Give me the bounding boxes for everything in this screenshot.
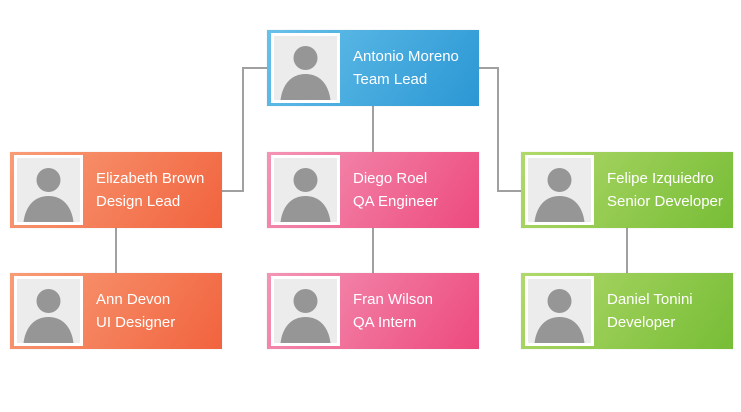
org-node-felipe-izquiedro[interactable]: Felipe Izquiedro Senior Developer <box>521 152 733 228</box>
connector-teamlead-left-arm <box>242 67 267 69</box>
person-silhouette-icon <box>17 158 80 222</box>
employee-photo <box>525 155 594 225</box>
employee-photo <box>525 276 594 346</box>
employee-role: Developer <box>607 314 676 331</box>
person-silhouette-icon <box>528 279 591 343</box>
org-node-daniel-tonini[interactable]: Daniel Tonini Developer <box>521 273 733 349</box>
org-node-antonio-moreno[interactable]: Antonio Moreno Team Lead <box>267 30 479 106</box>
employee-name: Daniel Tonini <box>607 291 693 308</box>
org-node-fran-wilson[interactable]: Fran Wilson QA Intern <box>267 273 479 349</box>
person-silhouette-icon <box>528 158 591 222</box>
employee-photo <box>271 276 340 346</box>
employee-role: QA Intern <box>353 314 417 331</box>
employee-name: Elizabeth Brown <box>96 170 205 187</box>
employee-photo <box>271 33 340 103</box>
connector-designlead-to-uidesigner <box>115 228 117 273</box>
employee-role: Senior Developer <box>607 193 723 210</box>
connector-teamlead-to-qaengineer <box>372 106 374 152</box>
connector-seniordev-to-developer <box>626 228 628 273</box>
employee-role: Team Lead <box>353 71 428 88</box>
connector-to-designlead <box>222 190 244 192</box>
org-node-diego-roel[interactable]: Diego Roel QA Engineer <box>267 152 479 228</box>
connector-to-seniordeveloper <box>497 190 521 192</box>
org-node-ann-devon[interactable]: Ann Devon UI Designer <box>10 273 222 349</box>
employee-role: UI Designer <box>96 314 176 331</box>
employee-photo <box>14 276 83 346</box>
connector-teamlead-right-arm <box>479 67 499 69</box>
person-silhouette-icon <box>274 279 337 343</box>
person-silhouette-icon <box>274 158 337 222</box>
employee-photo <box>271 155 340 225</box>
employee-role: QA Engineer <box>353 193 439 210</box>
employee-role: Design Lead <box>96 193 181 210</box>
connector-teamlead-left-drop <box>242 67 244 192</box>
employee-name: Fran Wilson <box>353 291 434 308</box>
employee-name: Antonio Moreno <box>353 48 459 65</box>
employee-name: Felipe Izquiedro <box>607 170 714 187</box>
person-silhouette-icon <box>17 279 80 343</box>
person-silhouette-icon <box>274 36 337 100</box>
employee-name: Ann Devon <box>96 291 171 308</box>
employee-name: Diego Roel <box>353 170 428 187</box>
connector-qaengineer-to-qaintern <box>372 228 374 273</box>
employee-photo <box>14 155 83 225</box>
org-node-elizabeth-brown[interactable]: Elizabeth Brown Design Lead <box>10 152 222 228</box>
connector-teamlead-right-drop <box>497 67 499 192</box>
